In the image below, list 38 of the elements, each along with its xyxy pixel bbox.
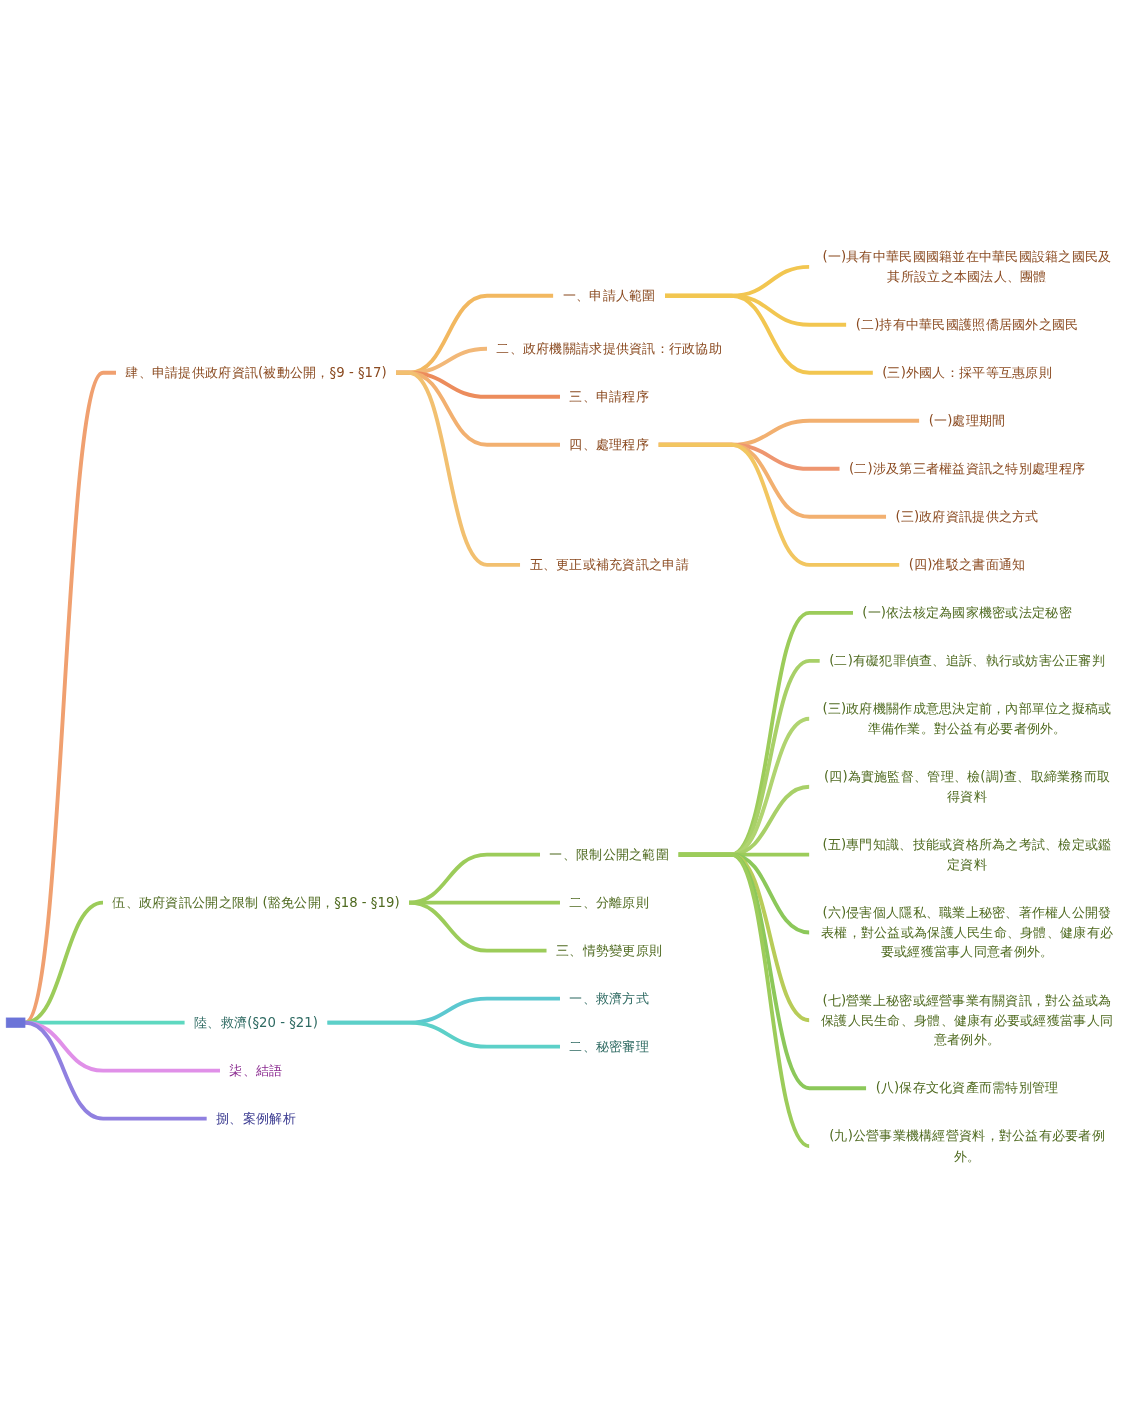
node-text: 柒、結語	[229, 1062, 283, 1079]
node-text: 五、更正或補充資訊之申請	[529, 556, 689, 573]
node-text: 二、分離原則	[569, 894, 649, 911]
node-text: (二)有礙犯罪偵查、追訴、執行或妨害公正審判	[829, 652, 1105, 669]
node-text: (三)外國人：採平等互惠原則	[882, 364, 1052, 381]
node-text: 捌、案例解析	[216, 1110, 296, 1127]
node-text: (一)依法核定為國家機密或法定秘密	[862, 604, 1072, 621]
connector	[327, 1021, 560, 1050]
node-text: 一、限制公開之範圍	[549, 846, 669, 863]
node-text: 一、救濟方式	[569, 990, 649, 1007]
node-text: (五)專門知識、技能或資格所為之考試、檢定或鑑定資料	[822, 836, 1112, 873]
node-text: 三、申請程序	[569, 388, 649, 405]
node-text: (三)政府資訊提供之方式	[895, 508, 1039, 525]
node-text: 肆、申請提供政府資訊(被動公開，§9 - §17)	[125, 364, 387, 381]
node-text: 伍、政府資訊公開之限制 (豁免公開，§18 - §19)	[112, 894, 400, 911]
connector	[23, 1021, 207, 1122]
node-text: 四、處理程序	[569, 436, 649, 453]
node-text: (三)政府機關作成意思決定前，內部單位之擬稿或準備作業。對公益有必要者例外。	[822, 700, 1112, 737]
node-text: (一)處理期間	[928, 412, 1006, 429]
node-text: (六)侵害個人隱私、職業上秘密、著作權人公開發表權，對公益或為保護人民生命、身體、健康有必要或經獲當事人同意者例外。	[821, 904, 1114, 961]
node-text: (一)具有中華民國國籍並在中華民國設籍之國民及其所設立之本國法人、團體	[822, 248, 1112, 285]
node-text: 陸、救濟(§20 - §21)	[194, 1014, 318, 1031]
node-text: 二、政府機關請求提供資訊：行政協助	[496, 340, 722, 357]
node-bar	[5, 1018, 26, 1029]
node-text: (九)公營事業機構經營資料，對公益有必要者例外。	[829, 1128, 1105, 1164]
connector	[396, 371, 521, 568]
connector	[407, 901, 547, 954]
node-text: (四)准駁之書面通知	[908, 556, 1026, 573]
node-text: (二)持有中華民國護照僑居國外之國民	[855, 316, 1079, 333]
node-text: (八)保存文化資產而需特別管理	[875, 1080, 1059, 1096]
node-text: 三、情勢變更原則	[556, 942, 663, 959]
node-text: (四)為實施監督、管理、檢(調)查、取締業務而取得資料	[824, 768, 1111, 805]
node-text: (七)營業上秘密或經營事業有關資訊，對公益或為保護人民生命、身體、健康有必要或經獲當事人同意者例外。	[821, 992, 1114, 1048]
node-text: 一、申請人範圍	[562, 287, 656, 304]
node-text: (二)涉及第三者權益資訊之特別處理程序	[849, 460, 1086, 477]
node-text: 二、秘密審理	[569, 1038, 649, 1055]
connector	[678, 853, 812, 1149]
connector	[665, 294, 873, 376]
